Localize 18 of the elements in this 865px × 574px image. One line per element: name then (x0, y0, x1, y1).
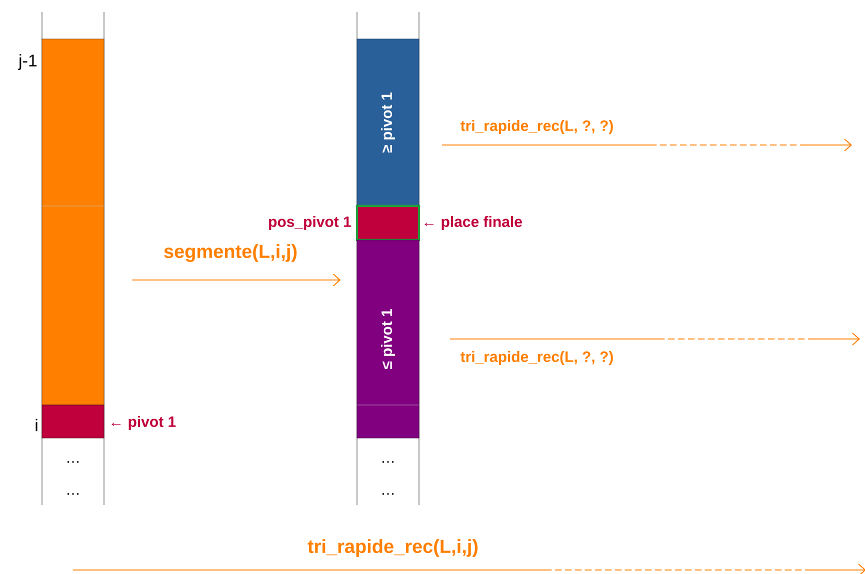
call-label: tri_rapide_rec(L, ?, ?) (460, 120, 613, 134)
array-block (42, 38, 104, 406)
array-block (356, 204, 420, 242)
partition-block: ≥ pivot 1 (356, 38, 420, 206)
call-label: tri_rapide_rec(L,i,j) (308, 539, 478, 557)
index-label: i (36, 418, 38, 432)
partition-block: ≤ pivot 1 (356, 240, 420, 438)
index-label: … (382, 461, 394, 463)
array-block (42, 404, 104, 438)
edge-label: segmente(L,i,j) (164, 244, 297, 262)
index-label: … (382, 493, 394, 495)
annotation: ← pivot 1 (112, 416, 176, 430)
index-label: … (68, 493, 78, 495)
annotation: pos_pivot 1 (269, 216, 351, 230)
arrow (132, 274, 341, 286)
annotation: ← place finale (424, 216, 522, 230)
call-label: tri_rapide_rec(L, ?, ?) (460, 351, 613, 365)
index-label: … (68, 461, 78, 463)
